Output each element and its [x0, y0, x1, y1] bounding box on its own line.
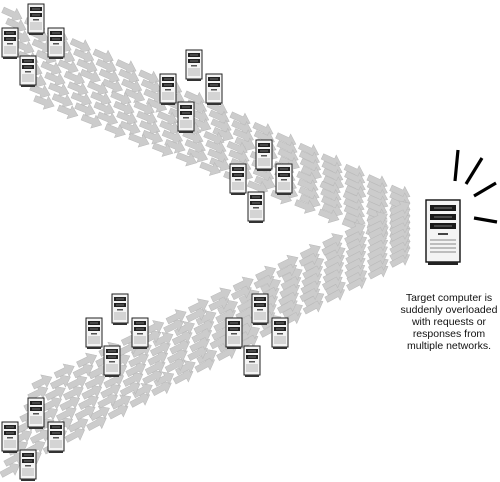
server-tower-icon	[1, 27, 19, 60]
server-tower-icon	[131, 317, 149, 350]
server-tower-icon	[251, 293, 269, 326]
server-tower-icon	[27, 397, 45, 430]
server-tower-icon	[255, 139, 273, 172]
diagram-caption: Target computer is suddenly overloaded w…	[400, 292, 498, 352]
server-tower-icon	[225, 317, 243, 350]
server-tower-icon	[47, 421, 65, 454]
server-tower-icon	[159, 73, 177, 106]
server-tower-icon	[103, 345, 121, 378]
server-tower-icon	[111, 293, 129, 326]
server-tower-icon	[19, 55, 37, 88]
server-tower-icon	[85, 317, 103, 350]
overload-burst-lines-icon	[453, 149, 498, 224]
server-tower-icon	[27, 3, 45, 36]
server-tower-icon	[185, 49, 203, 82]
server-tower-icon	[177, 101, 195, 134]
server-tower-icon	[47, 27, 65, 60]
target-server-tower-icon	[425, 199, 461, 265]
server-tower-icon	[271, 317, 289, 350]
server-tower-icon	[1, 421, 19, 454]
server-tower-icon	[229, 163, 247, 196]
server-tower-icon	[205, 73, 223, 106]
server-tower-icon	[243, 345, 261, 378]
server-tower-icon	[247, 191, 265, 224]
server-tower-icon	[19, 449, 37, 482]
server-tower-icon	[275, 163, 293, 196]
